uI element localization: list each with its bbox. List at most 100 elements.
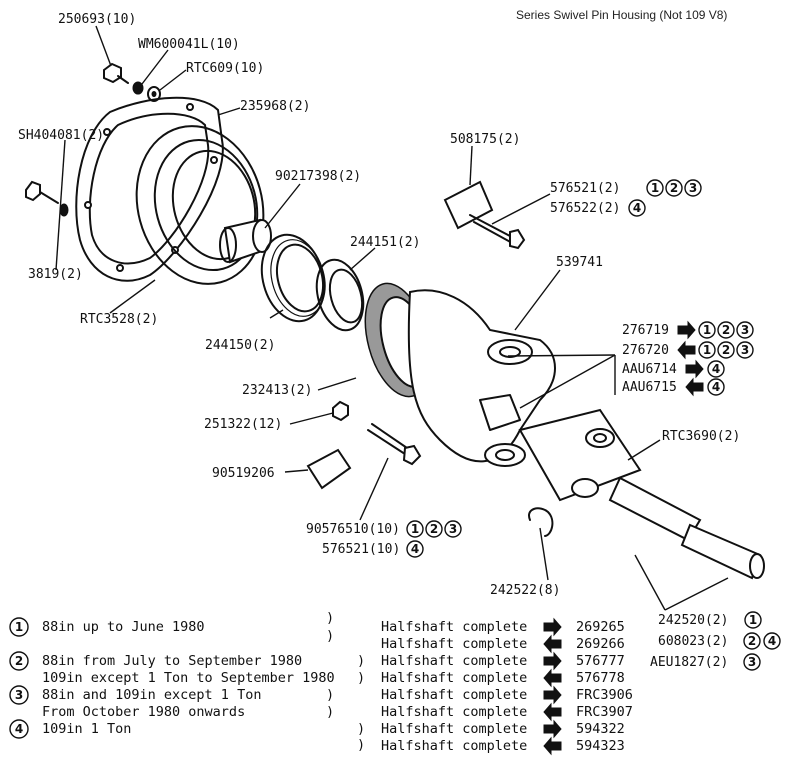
swivel-housing-drawing (364, 282, 556, 467)
halfshaft-part-number: 269266 (576, 636, 625, 652)
diagram-title: Series Swivel Pin Housing (Not 109 V8) (516, 8, 727, 22)
halfshaft-part-number: FRC3906 (576, 687, 633, 703)
lock-plate-drawing (443, 180, 526, 250)
callout-244151: 244151(2) (350, 235, 420, 250)
circled-number: 3 (689, 181, 697, 195)
callout-508175: 508175(2) (450, 132, 520, 147)
callout-rtc609: RTC609(10) (186, 61, 264, 76)
callout-labels: 250693(10) WM600041L(10) RTC609(10) 2359… (18, 12, 740, 670)
halfshaft-label: Halfshaft complete (381, 670, 527, 686)
callout-576522: 576522(2) (550, 201, 620, 216)
halfshaft-label: Halfshaft complete (381, 721, 527, 737)
circled-number: 4 (712, 380, 720, 394)
legend-brace: ) (326, 704, 334, 720)
clip-90519206-drawing (306, 448, 352, 490)
callout-rtc3690: RTC3690(2) (662, 429, 740, 444)
callout-576521-2: 576521(2) (550, 181, 620, 196)
circled-number: 4 (712, 362, 720, 376)
circled-number: 4 (411, 542, 419, 556)
circled-number: 1 (15, 620, 23, 634)
arrow-left-icon (543, 736, 562, 756)
legend-brace: ) (357, 670, 365, 686)
bolt-250693-drawing (103, 62, 129, 84)
legend-brace: ) (326, 687, 334, 703)
legend-brace: ) (357, 737, 365, 753)
halfshaft-label: Halfshaft complete (381, 704, 527, 720)
legend-brace: ) (357, 721, 365, 737)
circled-number: 1 (651, 181, 659, 195)
legend-item-text: 109in 1 Ton (42, 721, 131, 737)
callout-276719: 276719 (622, 323, 669, 338)
callout-90519206: 90519206 (212, 466, 275, 481)
halfshaft-label: Halfshaft complete (381, 653, 527, 669)
circled-number: 1 (411, 522, 419, 536)
callout-244150: 244150(2) (205, 338, 275, 353)
circled-number: 3 (449, 522, 457, 536)
circled-1-icon: 1 (698, 321, 716, 339)
circled-4-icon: 4 (628, 199, 646, 217)
circled-2-icon: 2 (717, 321, 735, 339)
circled-number: 4 (633, 201, 641, 215)
arrow-right-icon (677, 320, 696, 340)
spacer-drawing (219, 218, 272, 264)
halfshaft-label: Halfshaft complete (381, 636, 527, 652)
circled-3-icon: 3 (736, 341, 754, 359)
circled-3-icon: 3 (743, 653, 761, 671)
circled-4-icon: 4 (707, 378, 725, 396)
halfshaft-label: Halfshaft complete (381, 687, 527, 703)
legend-circled-2-icon: 2 (9, 651, 29, 671)
circled-1-icon: 1 (646, 179, 664, 197)
circled-number: 2 (748, 634, 756, 648)
callout-aau6715: AAU6715 (622, 380, 677, 395)
callout-rtc3528: RTC3528(2) (80, 312, 158, 327)
callout-sh404081: SH404081(2) (18, 128, 104, 143)
legend-item-text: 88in from July to September 1980 (42, 653, 302, 669)
legend-brace: ) (326, 610, 334, 626)
circled-number: 1 (749, 613, 757, 627)
halfshaft-part-number: 576777 (576, 653, 625, 669)
halfshaft-part-number: 594322 (576, 721, 625, 737)
callout-235968: 235968(2) (240, 99, 310, 114)
halfshaft-label: Halfshaft complete (381, 619, 527, 635)
legend-brace: ) (357, 653, 365, 669)
callout-242522: 242522(8) (490, 583, 560, 598)
halfshaft-part-number: 594323 (576, 738, 625, 754)
circled-number: 4 (768, 634, 776, 648)
legend-item-text: 88in and 109in except 1 Ton (42, 687, 261, 703)
arrow-right-icon (543, 617, 562, 637)
halfshaft-part-number: 576778 (576, 670, 625, 686)
callout-276720: 276720 (622, 343, 669, 358)
callout-90217398: 90217398(2) (275, 169, 361, 184)
circled-1-icon: 1 (406, 520, 424, 538)
circled-2-icon: 2 (743, 632, 761, 650)
circled-4-icon: 4 (763, 632, 781, 650)
legend-circled-3-icon: 3 (9, 685, 29, 705)
bolt-sh404081-drawing (25, 180, 59, 204)
arrow-left-icon (677, 340, 696, 360)
arrow-right-icon (685, 359, 704, 379)
callout-wm600041l: WM600041L(10) (138, 37, 240, 52)
legend-circled-4-icon: 4 (9, 719, 29, 739)
circled-number: 1 (703, 323, 711, 337)
circled-2-icon: 2 (425, 520, 443, 538)
seal-244151-drawing (315, 258, 365, 332)
circled-1-icon: 1 (698, 341, 716, 359)
oil-seal-drawing (135, 125, 265, 285)
callout-608023: 608023(2) (658, 634, 728, 649)
callout-aau6714: AAU6714 (622, 362, 677, 377)
arrow-left-icon (685, 377, 704, 397)
circled-number: 3 (741, 323, 749, 337)
leader-lines (55, 25, 729, 611)
legend-item-text: 109in except 1 Ton to September 1980 (42, 670, 335, 686)
callout-232413: 232413(2) (242, 383, 312, 398)
callout-242520: 242520(2) (658, 613, 728, 628)
circled-number: 3 (15, 688, 23, 702)
circled-2-icon: 2 (665, 179, 683, 197)
arrow-left-icon (543, 634, 562, 654)
circled-number: 4 (15, 722, 23, 736)
arrow-left-icon (543, 702, 562, 722)
halfshaft-part-number: FRC3907 (576, 704, 633, 720)
arrow-right-icon (543, 651, 562, 671)
circled-number: 2 (670, 181, 678, 195)
